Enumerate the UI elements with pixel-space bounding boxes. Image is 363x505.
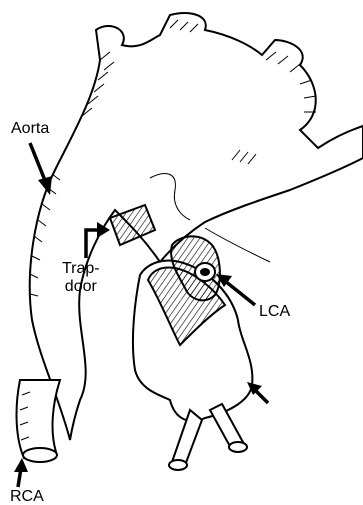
label-trapdoor-line1: Trap-	[62, 260, 100, 278]
branch-opening	[229, 442, 247, 452]
branch-opening	[169, 460, 187, 470]
label-trapdoor: Trap- door	[62, 260, 100, 296]
label-trapdoor-line2: door	[62, 278, 100, 296]
rca-vessel	[17, 380, 60, 458]
lca-ostium-inner	[200, 268, 210, 276]
aorta-arrow	[30, 143, 52, 195]
label-rca: RCA	[10, 488, 44, 505]
rca-opening	[23, 448, 57, 462]
label-aorta: Aorta	[11, 120, 49, 138]
rca-arrow	[14, 458, 28, 487]
label-lca: LCA	[259, 303, 290, 321]
